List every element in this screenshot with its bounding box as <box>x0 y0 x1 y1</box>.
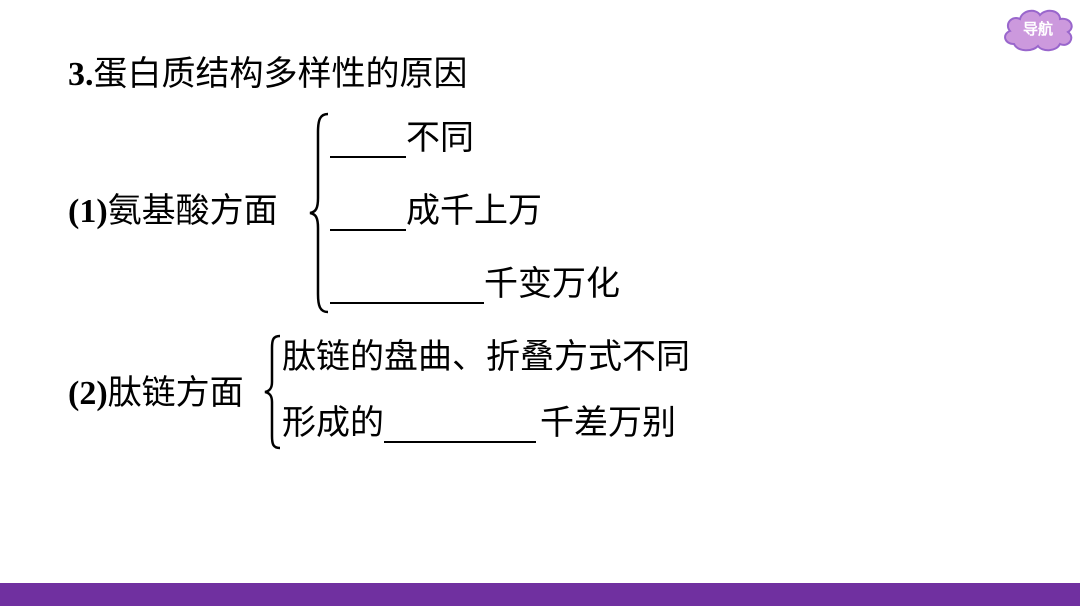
answer-blank <box>384 401 536 443</box>
section1-label: (1)氨基酸方面 <box>68 191 278 232</box>
section1-item-3: 千变万化 <box>330 262 620 304</box>
section2-item-1: 肽链的盘曲、折叠方式不同 <box>282 337 690 377</box>
section2-item-2: 形成的 千差万别 <box>282 401 676 443</box>
section2-item-2-suffix: 千差万别 <box>540 403 676 443</box>
answer-blank <box>330 262 484 304</box>
section1-label-text: 氨基酸方面 <box>107 191 278 231</box>
section2-item-2-prefix: 形成的 <box>282 403 384 443</box>
section1-item-2: 成千上万 <box>330 189 542 231</box>
heading-text: 蛋白质结构多样性的原因 <box>93 54 468 94</box>
nav-button-label: 导航 <box>1022 20 1053 38</box>
brace-section2 <box>264 334 281 450</box>
cloud-icon <box>1004 9 1073 52</box>
heading-number: 3. <box>68 56 94 93</box>
nav-button[interactable]: 导航 <box>1000 6 1076 54</box>
section2-label-number: (2) <box>68 375 108 412</box>
bottom-accent-bar <box>0 583 1080 606</box>
section1-label-number: (1) <box>68 193 108 230</box>
answer-blank <box>330 116 406 158</box>
answer-blank <box>330 189 406 231</box>
section2-label: (2)肽链方面 <box>68 373 244 414</box>
section2-label-text: 肽链方面 <box>107 373 244 413</box>
brace-section1 <box>309 112 329 314</box>
heading: 3.蛋白质结构多样性的原因 <box>68 54 468 95</box>
section1-item-2-text: 成千上万 <box>406 191 542 231</box>
section1-item-1: 不同 <box>330 116 474 158</box>
section1-item-3-text: 千变万化 <box>484 264 620 304</box>
section1-item-1-text: 不同 <box>406 118 474 158</box>
